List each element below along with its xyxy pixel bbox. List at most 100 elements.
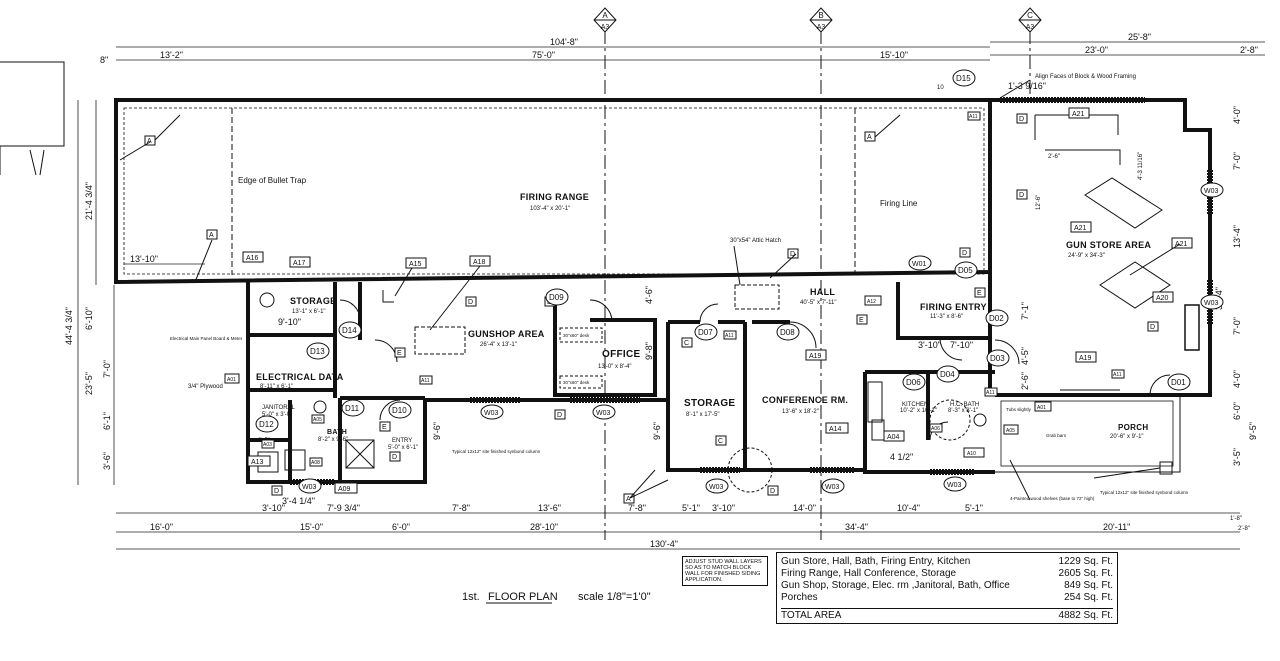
svg-text:13'-0" x 8'-4": 13'-0" x 8'-4" xyxy=(598,364,632,370)
area-row-value: 1229 Sq. Ft. xyxy=(1058,556,1113,567)
svg-text:A21: A21 xyxy=(1072,111,1085,118)
svg-text:A: A xyxy=(602,11,608,20)
svg-text:6'-0": 6'-0" xyxy=(392,522,410,532)
svg-text:5'-1": 5'-1" xyxy=(682,503,700,513)
door-swings xyxy=(339,299,1171,441)
svg-text:30"x60" desk: 30"x60" desk xyxy=(563,380,590,385)
svg-text:Firing Line: Firing Line xyxy=(880,199,918,208)
svg-text:A20: A20 xyxy=(1156,295,1169,302)
svg-text:2'-8": 2'-8" xyxy=(1240,45,1258,55)
svg-text:26'-4" x 13'-1": 26'-4" x 13'-1" xyxy=(480,342,517,348)
svg-text:104'-8": 104'-8" xyxy=(550,37,578,47)
svg-text:Tubs slightly: Tubs slightly xyxy=(1006,407,1032,412)
svg-text:A01: A01 xyxy=(227,377,236,383)
svg-text:4'-0": 4'-0" xyxy=(1232,370,1242,388)
svg-text:13'-6" x 18'-2": 13'-6" x 18'-2" xyxy=(782,409,819,415)
door-tags: D01 D02 D03 D04 D05 D06 D07 D08 D09 D10 … xyxy=(255,69,1191,433)
svg-text:1st.: 1st. xyxy=(462,591,480,603)
svg-text:A19: A19 xyxy=(1079,355,1092,362)
svg-text:D: D xyxy=(1019,116,1024,123)
svg-text:D08: D08 xyxy=(780,328,795,337)
svg-text:A05: A05 xyxy=(313,417,322,423)
svg-text:STORAGE: STORAGE xyxy=(684,398,735,409)
svg-text:E: E xyxy=(977,290,982,297)
svg-text:4'-5": 4'-5" xyxy=(1020,347,1030,365)
svg-text:14'-0": 14'-0" xyxy=(793,503,816,513)
svg-text:A11: A11 xyxy=(1113,372,1122,378)
code-labels: A16 A17 A15 A18 A01 A13 A14 A19 A19 A20 … xyxy=(224,107,1193,494)
svg-text:10'-2" x 10'-1": 10'-2" x 10'-1" xyxy=(900,408,937,414)
svg-text:103'-4" x 20'-1": 103'-4" x 20'-1" xyxy=(530,206,570,212)
svg-text:D: D xyxy=(770,488,775,495)
svg-text:E: E xyxy=(397,350,402,357)
svg-text:13'-4": 13'-4" xyxy=(1232,225,1242,248)
section-tags: A A A A D D D D D D D D D D E E E E E C … xyxy=(144,113,1159,504)
svg-text:24'-9" x 34'-3": 24'-9" x 34'-3" xyxy=(1068,253,1105,259)
svg-text:A3: A3 xyxy=(1026,24,1035,31)
room-label-gun-store: GUN STORE AREA 24'-9" x 34'-3" xyxy=(1066,240,1151,259)
area-row-label: Gun Store, Hall, Bath, Firing Entry, Kit… xyxy=(781,556,971,567)
svg-text:9'-8": 9'-8" xyxy=(644,342,654,360)
svg-text:2'-6": 2'-6" xyxy=(1048,154,1060,160)
svg-text:A: A xyxy=(209,232,214,239)
svg-text:A06: A06 xyxy=(931,426,940,432)
svg-text:13'-10": 13'-10" xyxy=(130,254,158,264)
room-label-entry: ENTRY 5'-0" x 6'-1" xyxy=(388,438,418,451)
area-row: Porches 254 Sq. Ft. xyxy=(781,591,1113,604)
svg-text:44'-4 3/4": 44'-4 3/4" xyxy=(64,307,74,345)
area-row-value: 254 Sq. Ft. xyxy=(1064,592,1113,603)
top-dimensions: 104'-8" 8" 13'-2" 75'-0" 15'-10" 25'-8" … xyxy=(100,32,1265,91)
svg-text:4'-6": 4'-6" xyxy=(644,286,654,304)
svg-text:9'-10": 9'-10" xyxy=(278,317,301,327)
svg-text:30"x54" Attic Hatch: 30"x54" Attic Hatch xyxy=(730,238,781,244)
svg-text:5'-1": 5'-1" xyxy=(965,503,983,513)
grid-marker-a: A A3 xyxy=(593,7,617,540)
svg-text:13'-1" x 6'-1": 13'-1" x 6'-1" xyxy=(292,309,326,315)
svg-text:4 1/2": 4 1/2" xyxy=(890,452,913,462)
svg-text:W03: W03 xyxy=(596,410,611,417)
svg-text:GUNSHOP AREA: GUNSHOP AREA xyxy=(468,329,545,339)
svg-text:W03: W03 xyxy=(947,482,962,489)
svg-text:D: D xyxy=(1019,192,1024,199)
svg-text:A01: A01 xyxy=(1037,405,1046,411)
room-label-firing-entry: FIRING ENTRY 11'-3" x 8'-6" xyxy=(920,302,986,320)
svg-text:7'-8": 7'-8" xyxy=(628,503,646,513)
svg-text:FIRING RANGE: FIRING RANGE xyxy=(520,192,589,202)
svg-text:7'-8": 7'-8" xyxy=(452,503,470,513)
svg-text:A10: A10 xyxy=(967,451,976,457)
svg-text:D: D xyxy=(962,250,967,257)
svg-text:FLOOR PLAN: FLOOR PLAN xyxy=(488,591,558,603)
svg-text:CONFERENCE RM.: CONFERENCE RM. xyxy=(762,395,848,405)
svg-text:Electrical Main Panel Board &: Electrical Main Panel Board & Meter xyxy=(170,336,243,341)
svg-text:W03: W03 xyxy=(709,484,724,491)
grid-marker-b: B A3 xyxy=(809,7,833,540)
svg-text:8'-1" x 17'-5": 8'-1" x 17'-5" xyxy=(686,412,720,418)
area-total-label: TOTAL AREA xyxy=(781,610,842,621)
svg-text:A13: A13 xyxy=(251,459,264,466)
svg-text:3'-4 1/4": 3'-4 1/4" xyxy=(282,496,315,506)
svg-text:3'-10": 3'-10" xyxy=(262,503,285,513)
room-label-porch: PORCH 20'-6" x 9'-1" xyxy=(1110,423,1148,440)
room-label-office: OFFICE 13'-0" x 8'-4" xyxy=(598,349,640,370)
area-row-value: 2605 Sq. Ft. xyxy=(1058,568,1113,579)
svg-text:W03: W03 xyxy=(825,484,840,491)
svg-text:D03: D03 xyxy=(990,354,1005,363)
svg-text:D04: D04 xyxy=(940,370,955,379)
svg-text:9'-5": 9'-5" xyxy=(1248,422,1258,440)
svg-text:11'-3" x 8'-6": 11'-3" x 8'-6" xyxy=(930,314,963,320)
svg-text:A: A xyxy=(147,138,152,145)
svg-text:H.C. BATH: H.C. BATH xyxy=(950,402,979,408)
svg-text:4'-0": 4'-0" xyxy=(1232,106,1242,124)
svg-text:4'-3 11/16": 4'-3 11/16" xyxy=(1138,152,1144,180)
svg-text:21'-4 3/4": 21'-4 3/4" xyxy=(84,182,94,220)
svg-text:A15: A15 xyxy=(409,261,422,268)
fixtures xyxy=(257,284,987,493)
svg-text:A3: A3 xyxy=(601,24,610,31)
svg-text:D: D xyxy=(557,412,562,419)
svg-text:4-Painted wood shelves (base t: 4-Painted wood shelves (base to 72" high… xyxy=(1010,496,1095,501)
svg-text:A11: A11 xyxy=(725,333,734,339)
svg-text:ELECTRICAL DATA: ELECTRICAL DATA xyxy=(256,372,344,382)
svg-text:7'-9 3/4": 7'-9 3/4" xyxy=(327,503,360,513)
svg-text:D: D xyxy=(274,488,279,495)
area-total-row: TOTAL AREA 4882 Sq. Ft. xyxy=(781,608,1113,622)
